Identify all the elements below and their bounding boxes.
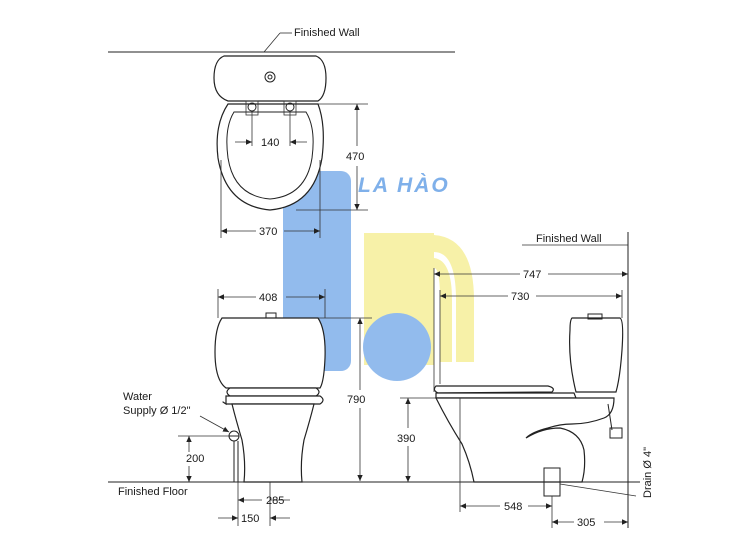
dim-drain-to-front: 548 [504, 501, 522, 513]
finished-wall-label-top: Finished Wall [294, 27, 360, 39]
dim-base-width: 285 [266, 495, 284, 507]
dim-seat-width: 370 [259, 226, 277, 238]
seat-top-view [216, 103, 324, 211]
hinge-left-icon [247, 102, 257, 112]
tank-front-view [214, 317, 326, 389]
dim-seat-depth: 470 [346, 151, 364, 163]
dim-total-height: 790 [347, 394, 365, 406]
dim-seat-height: 390 [397, 433, 415, 445]
dim-seat-hole-spacing: 140 [261, 137, 279, 149]
water-supply-label-line1: Water [123, 391, 152, 403]
side-supply-fitting [609, 427, 623, 439]
watermark-text: LA HÀO [358, 174, 450, 197]
finished-wall-label-side: Finished Wall [536, 233, 602, 245]
bowl-side-view [435, 397, 615, 483]
finished-wall-leader-top [263, 32, 281, 53]
dim-drain-to-wall: 305 [577, 517, 595, 529]
top-view: Finished Wall 140 370 470 [108, 27, 455, 238]
side-view: Finished Wall 747 730 390 [397, 232, 654, 529]
watermark-blue-circle [363, 313, 431, 381]
dim-total-length: 747 [523, 269, 541, 281]
flush-button-icon [264, 71, 276, 83]
front-view: 408 790 Water Supply Ø 1/2" 200 285 150 [123, 289, 372, 526]
seat-lid-outline [226, 111, 314, 200]
drain-label: Drain Ø 4" [642, 447, 654, 498]
hinge-right-icon [285, 102, 295, 112]
bowl-front-view [231, 403, 315, 483]
finished-floor-label: Finished Floor [118, 486, 188, 498]
dim-length-730: 730 [511, 291, 529, 303]
watermark-yellow-arch [434, 235, 474, 362]
dim-supply-offset: 150 [241, 513, 259, 525]
tank-side-view [569, 317, 624, 393]
water-supply-label-line2: Supply Ø 1/2" [123, 405, 191, 417]
dim-tank-width: 408 [259, 292, 277, 304]
dim-supply-height: 200 [186, 453, 204, 465]
flush-button-front [265, 312, 277, 319]
seat-side-view [433, 385, 554, 394]
